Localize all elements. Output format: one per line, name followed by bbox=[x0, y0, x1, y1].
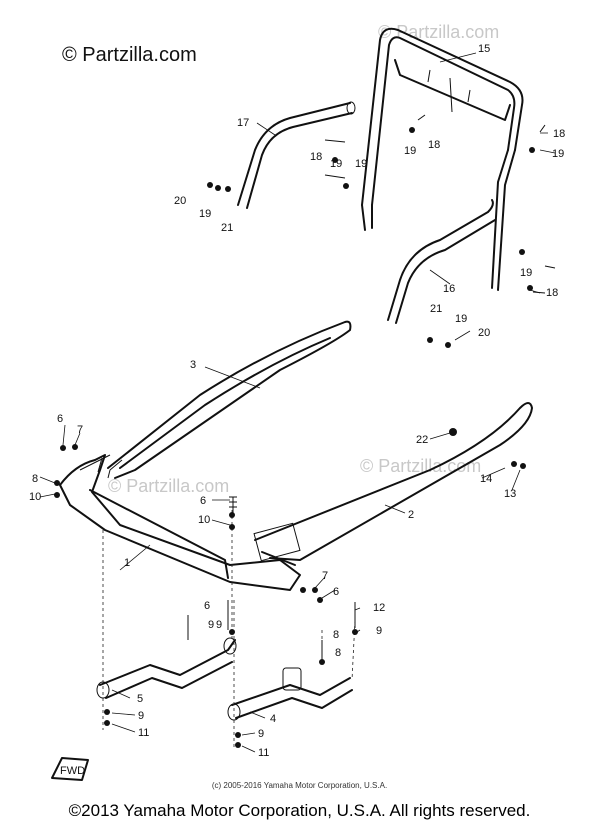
callout-label: 11 bbox=[138, 727, 149, 739]
part-15-upper-frame bbox=[361, 27, 524, 291]
faint-watermark: © Partzilla.com bbox=[378, 22, 499, 42]
small-copyright: (c) 2005-2016 Yamaha Motor Corporation, … bbox=[211, 781, 388, 790]
part-1-front-bumper bbox=[59, 454, 301, 591]
callout-label: 19 bbox=[355, 158, 367, 170]
callout-label: 17 bbox=[237, 117, 249, 129]
part-5-left-bracket bbox=[96, 637, 237, 699]
callout-label: 9 bbox=[258, 728, 264, 740]
callout-label: 18 bbox=[553, 128, 565, 140]
part-2-right-rail bbox=[253, 402, 533, 566]
part-17-left-tube bbox=[237, 101, 356, 209]
callout-label: 8 bbox=[333, 629, 339, 641]
callout-label: 18 bbox=[546, 287, 558, 299]
callout-label: 12 bbox=[373, 602, 385, 614]
part-3-left-rail bbox=[107, 320, 352, 479]
fwd-arrow-icon: FWD bbox=[51, 757, 89, 781]
callout-label: 19 bbox=[552, 148, 564, 160]
callout-label: 20 bbox=[174, 195, 186, 207]
callout-label: 19 bbox=[520, 267, 532, 279]
callout-label: 19 bbox=[455, 313, 467, 325]
callout-label: 6 bbox=[333, 586, 339, 598]
callout-label: 9 bbox=[208, 619, 214, 631]
faint-watermark: © Partzilla.com bbox=[360, 456, 481, 476]
callout-label: 21 bbox=[221, 222, 233, 234]
callout-label: 8 bbox=[32, 473, 38, 485]
callout-label: 19 bbox=[199, 208, 211, 220]
callout-label: 11 bbox=[258, 747, 269, 759]
callout-label: 7 bbox=[77, 424, 83, 436]
hardware bbox=[54, 114, 556, 748]
callout-label: 8 bbox=[335, 647, 341, 659]
callout-label: 14 bbox=[480, 473, 492, 485]
callout-label: 18 bbox=[428, 139, 440, 151]
callout-labels: 1 2 3 4 5 6 6 6 6 7 7 8 8 8 9 9 9 9 9 10… bbox=[29, 43, 565, 759]
fwd-label: FWD bbox=[60, 765, 85, 777]
callout-label: 1 bbox=[124, 557, 130, 569]
callout-label: 6 bbox=[57, 413, 63, 425]
callout-label: 15 bbox=[478, 43, 490, 55]
callout-label: 9 bbox=[138, 710, 144, 722]
copyright-notice: ©2013 Yamaha Motor Corporation, U.S.A. A… bbox=[68, 801, 531, 820]
callout-label: 10 bbox=[29, 491, 41, 503]
leader-lines bbox=[39, 52, 556, 753]
callout-label: 3 bbox=[190, 359, 196, 371]
callout-label: 20 bbox=[478, 327, 490, 339]
callout-label: 19 bbox=[404, 145, 416, 157]
callout-label: 22 bbox=[416, 434, 428, 446]
callout-label: 6 bbox=[200, 495, 206, 507]
callout-label: 16 bbox=[443, 283, 455, 295]
callout-label: 19 bbox=[330, 158, 342, 170]
callout-label: 7 bbox=[322, 570, 328, 582]
callout-label: 9 bbox=[376, 625, 382, 637]
callout-label: 21 bbox=[430, 303, 442, 315]
callout-label: 2 bbox=[408, 509, 414, 521]
callout-label: 4 bbox=[270, 713, 276, 725]
callout-label: 9 bbox=[216, 619, 222, 631]
callout-label: 6 bbox=[204, 600, 210, 612]
part-16-right-tube bbox=[387, 199, 496, 324]
callout-label: 5 bbox=[137, 693, 143, 705]
callout-label: 13 bbox=[504, 488, 516, 500]
partzilla-watermark: © Partzilla.com bbox=[62, 44, 197, 66]
callout-label: 18 bbox=[310, 151, 322, 163]
callout-label: 10 bbox=[198, 514, 210, 526]
part-4-right-bracket bbox=[227, 667, 353, 721]
faint-watermark: © Partzilla.com bbox=[108, 476, 229, 496]
